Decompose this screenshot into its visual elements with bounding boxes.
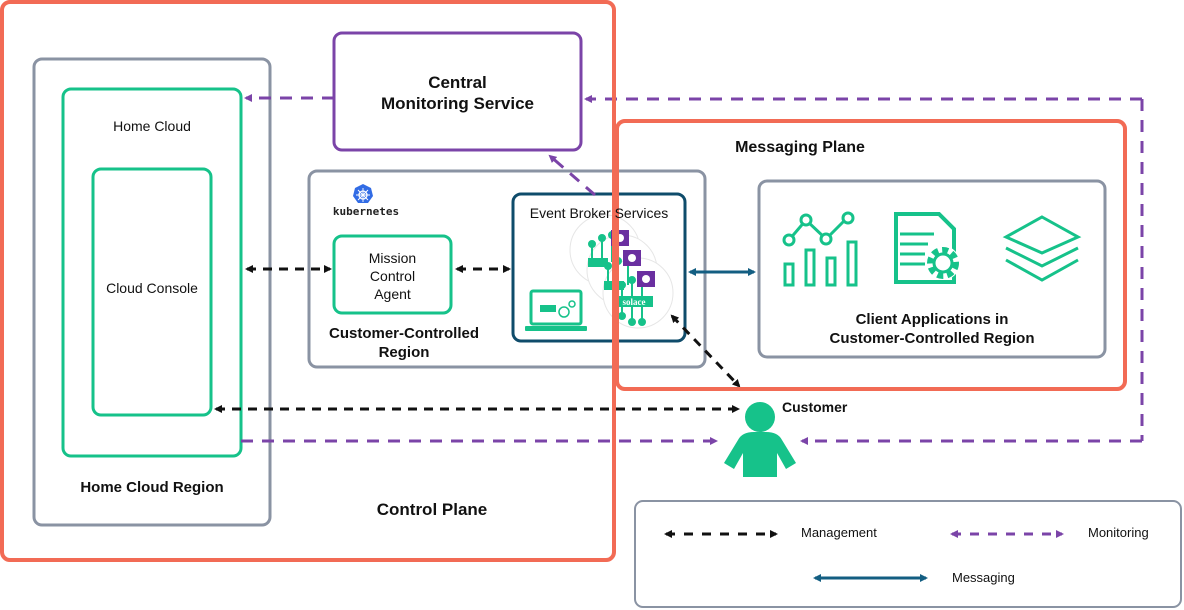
home-cloud-region-box — [32, 57, 272, 527]
event-broker-label[interactable]: Event Broker Services — [529, 205, 669, 221]
mission-control-line3: Agent — [374, 286, 411, 302]
central-monitoring-box[interactable] — [332, 31, 583, 152]
legend-messaging-label: Messaging — [952, 570, 1015, 585]
home-cloud-region-label: Home Cloud Region — [80, 479, 224, 496]
layers-icon — [1002, 215, 1082, 282]
customer-region-line1: Customer-Controlled — [329, 325, 479, 342]
connectors — [214, 94, 1144, 445]
cloud-console-box[interactable] — [91, 167, 213, 417]
messaging-plane-label: Messaging Plane — [735, 139, 865, 156]
home-cloud-label: Home Cloud — [113, 118, 191, 134]
mission-control-line1: Mission — [368, 250, 417, 266]
kubernetes-label: kubernetes — [332, 205, 400, 218]
client-apps-line1: Client Applications in — [855, 311, 1009, 328]
mission-control-line2: Control — [369, 268, 416, 284]
home-cloud-box — [61, 87, 243, 458]
central-monitoring-line1: Central — [428, 73, 487, 92]
customer-region-line2: Region — [378, 344, 430, 361]
monitoring-arrow-broker-to-cms — [548, 154, 596, 197]
client-apps-label: Client Applications in Customer-Controll… — [759, 310, 1105, 348]
mission-control-label[interactable]: Mission Control Agent — [334, 249, 451, 303]
kubernetes-icon — [353, 184, 373, 203]
document-gear-icon — [894, 212, 960, 284]
analytics-chart-icon — [782, 211, 858, 287]
messaging-plane-box — [615, 119, 1127, 391]
customer-label: Customer — [782, 399, 848, 415]
control-plane-label: Control Plane — [376, 500, 488, 519]
client-apps-box — [757, 179, 1107, 359]
mission-control-box[interactable] — [332, 234, 453, 315]
legend-monitoring-label: Monitoring — [1088, 525, 1149, 540]
management-arrow-broker-customer — [670, 314, 741, 388]
central-monitoring-line2: Monitoring Service — [380, 94, 535, 113]
cloud-console-label[interactable]: Cloud Console — [106, 280, 198, 296]
customer-region-label: Customer-Controlled Region — [313, 324, 495, 362]
customer-person-icon[interactable] — [724, 402, 796, 477]
central-monitoring-label[interactable]: Central Monitoring Service — [334, 72, 581, 114]
solace-logo-text: solace — [623, 297, 646, 307]
event-broker-illustration: solace — [525, 214, 674, 331]
control-plane-box — [0, 0, 616, 562]
legend-box — [634, 500, 1182, 608]
client-apps-line2: Customer-Controlled Region — [829, 330, 1035, 347]
legend-management-label: Management — [801, 525, 877, 540]
